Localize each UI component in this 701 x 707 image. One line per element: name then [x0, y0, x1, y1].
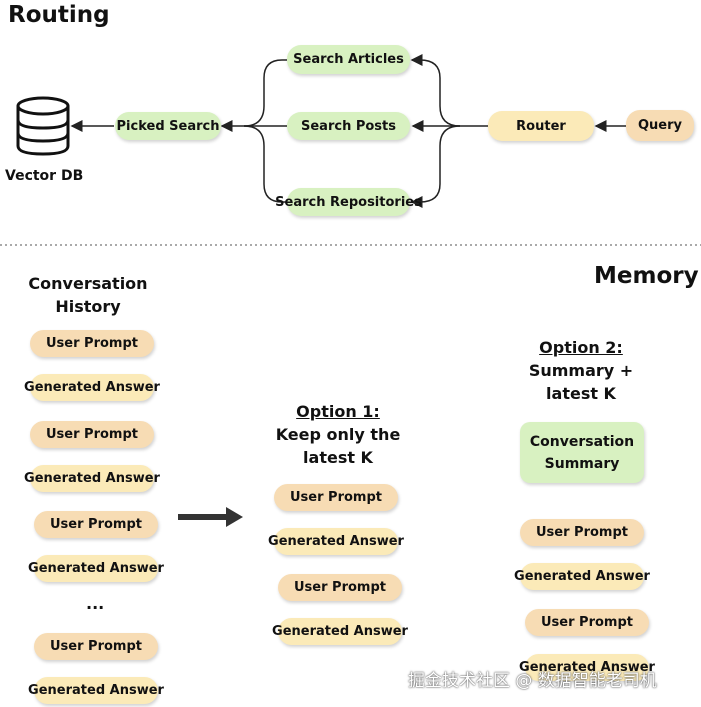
option2-line2: latest K [546, 384, 616, 403]
option1-generated-answer: Generated Answer [272, 618, 408, 645]
option2-user-prompt: User Prompt [520, 519, 644, 546]
history-user-prompt: User Prompt [34, 511, 158, 538]
query-node: Query [626, 110, 694, 141]
summary-line1: Conversation [529, 433, 635, 450]
option1-user-prompt: User Prompt [274, 484, 398, 511]
option2-heading: Option 2: [539, 338, 623, 357]
search-repositories-node: Search Repositories [275, 188, 422, 216]
history-user-prompt: User Prompt [30, 330, 154, 357]
big-arrow-head [226, 507, 243, 527]
option1-header: Option 1: Keep only the latest K [268, 400, 408, 469]
memory-title: Memory [594, 263, 699, 289]
option1-generated-answer: Generated Answer [268, 528, 404, 555]
option2-generated-answer: Generated Answer [519, 654, 655, 681]
watermark: 掘金技术社区 @ 数据智能老司机 [408, 671, 657, 691]
history-title-line2: History [55, 297, 121, 316]
history-user-prompt: User Prompt [34, 633, 158, 660]
history-generated-answer: Generated Answer [28, 677, 164, 704]
history-user-prompt: User Prompt [30, 421, 154, 448]
arrow-router-articles [410, 54, 461, 127]
option2-line1: Summary + [528, 361, 634, 380]
option1-line1: Keep only the [275, 425, 401, 444]
option2-generated-answer: Generated Answer [514, 563, 650, 590]
vector-db-label: Vector DB [5, 168, 84, 184]
history-generated-answer: Generated Answer [24, 374, 160, 401]
option1-heading: Option 1: [296, 402, 380, 421]
search-articles-node: Search Articles [287, 45, 410, 74]
line-repositories-merge [243, 125, 287, 203]
line-articles-merge [243, 59, 287, 127]
option1-line2: latest K [303, 448, 373, 467]
option2-header: Option 2: Summary + latest K [511, 336, 651, 405]
history-ellipsis: ... [86, 594, 105, 613]
search-posts-node: Search Posts [287, 112, 410, 140]
summary-line2: Summary [544, 455, 620, 472]
picked-search-node: Picked Search [115, 112, 221, 140]
history-generated-answer: Generated Answer [28, 555, 164, 582]
database-icon [16, 96, 70, 156]
option1-user-prompt: User Prompt [278, 574, 402, 601]
option2-user-prompt: User Prompt [525, 609, 649, 636]
routing-title: Routing [8, 2, 110, 28]
arrow-router-repositories [410, 125, 461, 208]
history-title: Conversation History [25, 272, 151, 318]
conversation-summary-node: Conversation Summary [520, 422, 644, 483]
router-node: Router [488, 111, 594, 141]
history-generated-answer: Generated Answer [24, 465, 160, 492]
history-title-line1: Conversation [28, 274, 148, 293]
